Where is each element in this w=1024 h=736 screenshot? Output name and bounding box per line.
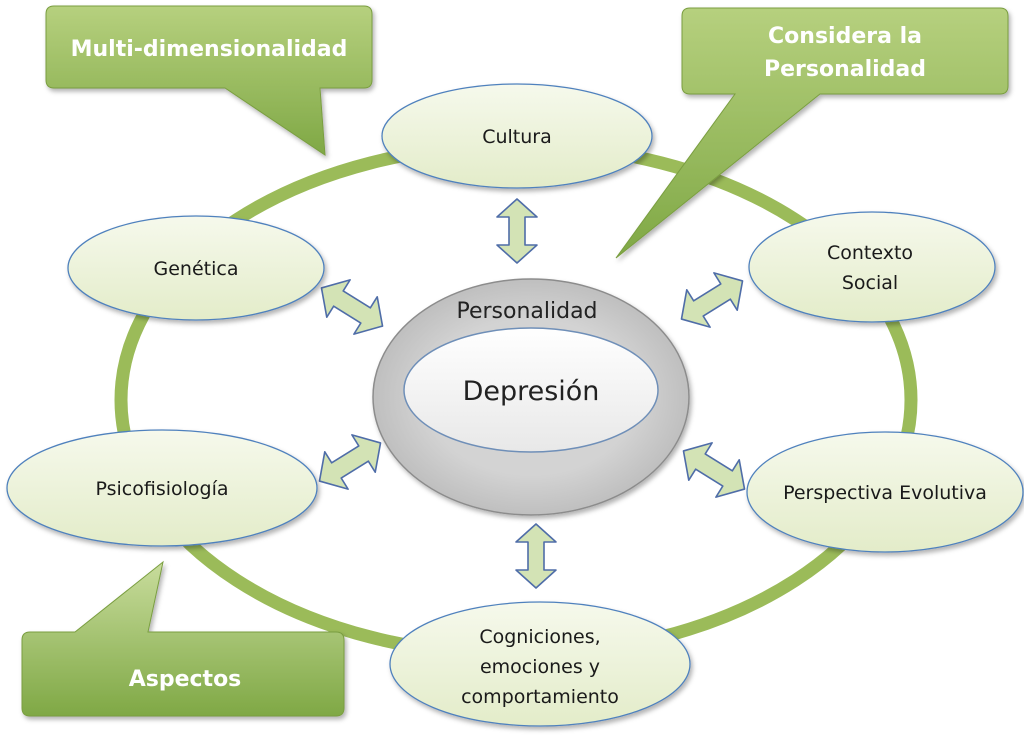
arrow-perspectiva-icon [682,442,746,498]
node-perspectiva-evolutiva [746,431,1024,553]
node-perspectiva-label: Perspectiva Evolutiva [783,482,987,504]
node-psicofisiologia [6,429,318,547]
depresion-ellipse [403,327,659,453]
node-cultura-label: Cultura [482,126,552,148]
node-genetica [67,215,325,321]
node-cogniciones-line2: emociones y [480,656,600,678]
node-cogniciones-line3: comportamiento [461,686,619,708]
personalidad-label: Personalidad [456,299,597,324]
node-contexto-social [748,211,996,323]
node-cogniciones-line1: Cogniciones, [479,626,600,648]
arrow-psicofisiologia-icon [318,434,382,490]
callout-multi-dimensionalidad [45,5,373,156]
node-psicofisiologia-label: Psicofisiología [95,478,228,500]
arrow-genetica-icon [320,279,384,335]
callout-aspectos-label: Aspectos [129,667,242,692]
node-contexto-line2: Social [842,272,898,294]
callout-considera-personalidad [615,7,1009,259]
arrows [318,198,746,589]
node-contexto-line1: Contexto [827,242,913,264]
callout-considera-line1: Considera la [768,24,922,49]
node-cultura [381,83,653,189]
node-cogniciones [389,601,691,727]
depresion-label: Depresión [463,376,600,407]
callout-multi-label: Multi-dimensionalidad [71,37,348,62]
callout-aspectos [21,560,345,717]
arrow-cogniciones-icon [515,523,557,589]
callout-considera-line2: Personalidad [764,57,926,82]
arrow-contexto-icon [680,272,744,328]
node-genetica-label: Genética [154,258,239,280]
arrow-cultura-icon [496,198,538,264]
